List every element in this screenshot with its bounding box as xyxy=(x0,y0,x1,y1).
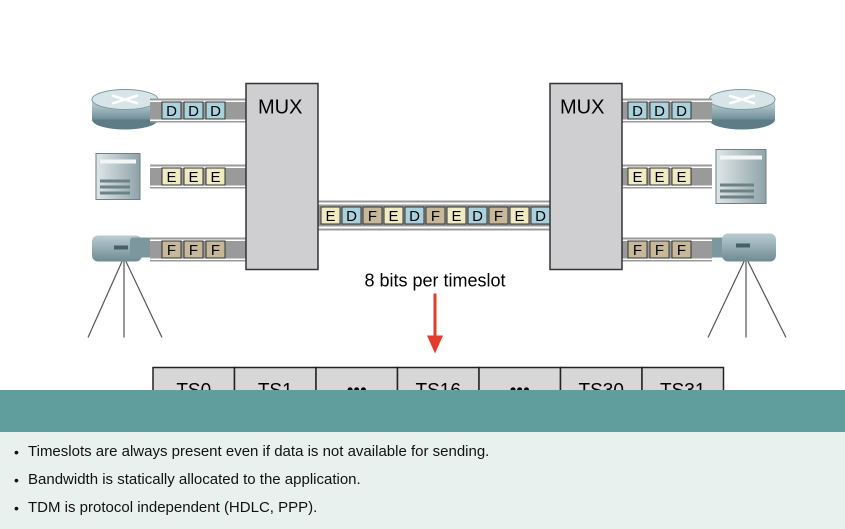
trunk-cell: E xyxy=(320,206,341,225)
right-stream-cell: F xyxy=(627,240,648,259)
down-arrow-icon xyxy=(427,293,443,354)
right-stream-cell: E xyxy=(649,167,670,186)
note-item: TDM is protocol independent (HDLC, PPP). xyxy=(14,494,845,522)
trunk-cell: F xyxy=(362,206,383,225)
trunk-cell: D xyxy=(530,206,551,225)
trunk-cell-letter: E xyxy=(514,208,524,225)
stream-cell-letter: D xyxy=(210,103,221,120)
stream-cell-letter: F xyxy=(655,242,664,259)
trunk-cell: D xyxy=(467,206,488,225)
mux-left-label: MUX xyxy=(258,97,302,119)
right-stream-cell: D xyxy=(627,101,648,120)
stream-cell-letter: E xyxy=(188,169,198,186)
right-stream-cell: E xyxy=(671,167,692,186)
stream-cell-letter: E xyxy=(676,169,686,186)
left-stream-cell: F xyxy=(205,240,226,259)
trunk-cell-letter: F xyxy=(494,208,503,225)
router-icon xyxy=(708,89,776,130)
router-icon xyxy=(91,89,159,130)
right-stream-cell: E xyxy=(627,167,648,186)
mux-right-label: MUX xyxy=(560,97,604,119)
stream-cell-letter: F xyxy=(189,242,198,259)
right-stream-cell: F xyxy=(671,240,692,259)
trunk-cell: E xyxy=(509,206,530,225)
trunk-cell-letter: D xyxy=(409,208,420,225)
info-panel: Timeslots are always present even if dat… xyxy=(0,390,845,529)
left-stream-cell: D xyxy=(161,101,182,120)
stream-cell-letter: F xyxy=(211,242,220,259)
stream-cell-letter: E xyxy=(166,169,176,186)
mux-left: MUX xyxy=(245,82,319,271)
stream-cell-letter: E xyxy=(654,169,664,186)
timeslot-caption: 8 bits per timeslot xyxy=(364,271,505,291)
trunk-cell: D xyxy=(404,206,425,225)
right-stream-cell: D xyxy=(649,101,670,120)
trunk-cell: D xyxy=(341,206,362,225)
left-stream-cell: E xyxy=(183,167,204,186)
stream-cell-letter: D xyxy=(188,103,199,120)
stream-cell-letter: F xyxy=(167,242,176,259)
trunk-cell-letter: D xyxy=(346,208,357,225)
note-item: Bandwidth is statically allocated to the… xyxy=(14,466,845,494)
left-stream-cell: D xyxy=(205,101,226,120)
stream-cell-letter: D xyxy=(676,103,687,120)
stream-cell-letter: D xyxy=(166,103,177,120)
trunk-cell: E xyxy=(446,206,467,225)
stream-cell-letter: E xyxy=(210,169,220,186)
stream-cell-letter: F xyxy=(677,242,686,259)
stream-cell-letter: D xyxy=(654,103,665,120)
trunk-cell-letter: F xyxy=(368,208,377,225)
info-body: Timeslots are always present even if dat… xyxy=(0,432,845,529)
trunk-cell-letter: F xyxy=(431,208,440,225)
left-stream-cell: E xyxy=(205,167,226,186)
trunk-cell: F xyxy=(425,206,446,225)
trunk-cell: F xyxy=(488,206,509,225)
right-stream-cell: F xyxy=(649,240,670,259)
left-stream-cell: F xyxy=(183,240,204,259)
trunk-cell-letter: E xyxy=(451,208,461,225)
video-camera-icon xyxy=(705,233,787,338)
server-icon xyxy=(95,153,141,200)
left-stream-cell: E xyxy=(161,167,182,186)
trunk-cell-letter: E xyxy=(388,208,398,225)
right-stream-cell: D xyxy=(671,101,692,120)
trunk-cell: E xyxy=(383,206,404,225)
note-item: Timeslots are always present even if dat… xyxy=(14,438,845,466)
mux-right: MUX xyxy=(549,82,623,271)
left-stream-cell: D xyxy=(183,101,204,120)
trunk-cell-letter: D xyxy=(472,208,483,225)
trunk-cell-letter: E xyxy=(325,208,335,225)
stream-cell-letter: F xyxy=(633,242,642,259)
notes-list: Timeslots are always present even if dat… xyxy=(14,438,845,522)
info-header xyxy=(0,390,845,432)
stream-cell-letter: D xyxy=(632,103,643,120)
stream-cell-letter: E xyxy=(632,169,642,186)
trunk-cell-letter: D xyxy=(535,208,546,225)
video-camera-icon xyxy=(87,235,163,338)
left-stream-cell: F xyxy=(161,240,182,259)
server-icon xyxy=(715,149,767,204)
